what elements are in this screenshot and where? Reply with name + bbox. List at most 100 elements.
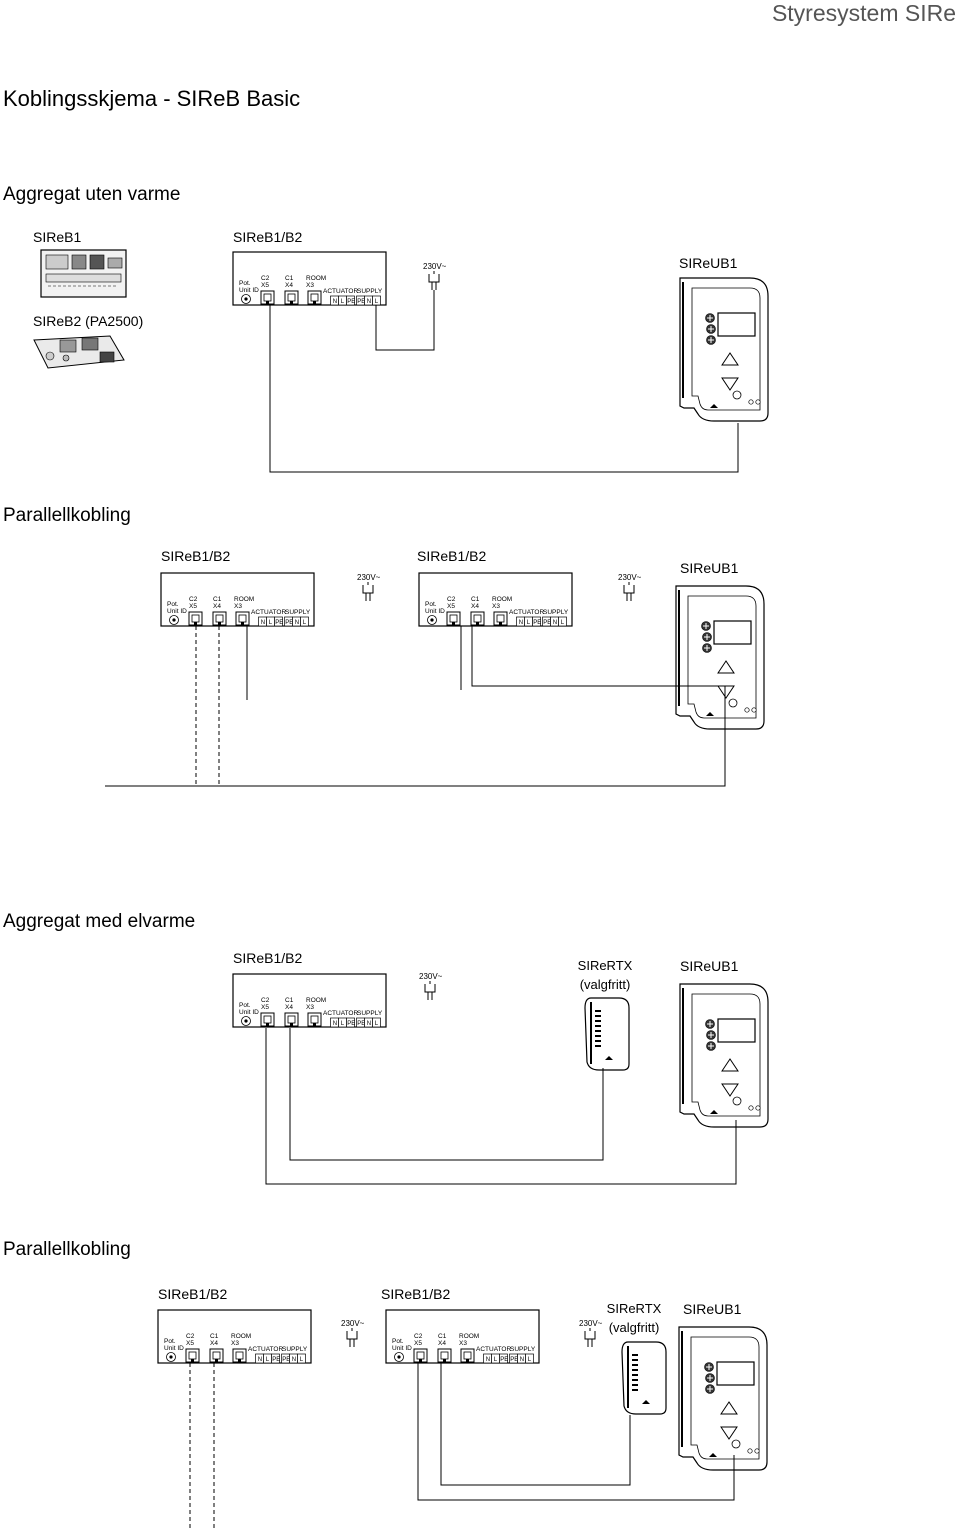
terminal-block: L: [297, 1353, 306, 1364]
unit-id-dial-icon: [394, 1352, 404, 1362]
label-sireb1b2: SIReB1/B2: [158, 1286, 228, 1302]
vent-slot: [632, 1364, 638, 1366]
lcd-display: [717, 1018, 756, 1043]
document-header: Styresystem SIRe: [771, 0, 956, 26]
rj-connector-icon: [235, 611, 250, 626]
rj-connector-icon: [232, 1348, 247, 1363]
room-label: ROOM: [459, 1333, 479, 1340]
label-sireb1b2: SIReB1/B2: [381, 1286, 451, 1302]
room-label: ROOM: [306, 997, 326, 1004]
actuator-label: ACTUATOR: [248, 1346, 283, 1353]
section-title-parallellkobling-1: Parallellkobling: [3, 505, 131, 526]
housing-bezel: [687, 595, 757, 719]
actuator-label: ACTUATOR: [323, 1010, 358, 1017]
label-valgfritt: (valgfritt): [579, 977, 631, 992]
fan-button-icon: [705, 313, 715, 323]
x4-label: X4: [438, 1340, 446, 1347]
label-sireub1: SIReUB1: [683, 1301, 742, 1317]
terminal-block: PE: [499, 1353, 508, 1364]
sireub1-room-unit: [679, 277, 769, 422]
room-label: ROOM: [306, 275, 326, 282]
screw-icon: [751, 707, 757, 713]
room-label: ROOM: [492, 596, 512, 603]
c2-label: C2: [414, 1333, 423, 1340]
terminal-label: N: [258, 1357, 262, 1363]
sireb1b2-controller: Pot.Unit IDC2X5C1X4ROOMX3ACTUATORSUPPLYN…: [418, 572, 573, 627]
terminal-block: L: [263, 1353, 272, 1364]
terminal-label: PE: [533, 620, 541, 626]
lcd-display: [713, 620, 752, 645]
section-title-aggregat-med-elvarme: Aggregat med elvarme: [3, 911, 196, 932]
terminal-label: L: [375, 1021, 379, 1027]
x4-label: X4: [213, 603, 221, 610]
room-label: ROOM: [231, 1333, 251, 1340]
terminal-label: N: [520, 1357, 524, 1363]
terminal-label: N: [292, 1357, 296, 1363]
terminal-label: N: [333, 1021, 337, 1027]
terminal-block: N: [517, 1353, 526, 1364]
terminal-label: PE: [285, 620, 293, 626]
c1-label: C1: [210, 1333, 219, 1340]
terminal-label: PE: [500, 1357, 508, 1363]
vent-slot: [595, 1030, 601, 1032]
supply-plug: 230V~: [579, 1319, 603, 1347]
fan-button-icon: [706, 335, 716, 345]
vent-slot: [595, 1015, 601, 1017]
unit-id-dial-icon: [166, 1352, 176, 1362]
vent-slot: [595, 1045, 601, 1047]
label-sireub1: SIReUB1: [680, 958, 739, 974]
terminal-block: PE: [356, 295, 365, 306]
terminal-label: L: [300, 1357, 304, 1363]
terminal-label: L: [494, 1357, 498, 1363]
terminal-label: PE: [282, 1357, 290, 1363]
x3-label: X3: [306, 282, 314, 289]
sireb1b2-controller: Pot.Unit IDC2X5C1X4ROOMX3ACTUATORSUPPLYN…: [385, 1309, 540, 1364]
terminal-block: N: [364, 295, 373, 306]
unit-id-dial-icon: [241, 294, 251, 304]
wiring-section-3: [265, 1028, 737, 1185]
terminal-label: PE: [510, 1357, 518, 1363]
c1-label: C1: [285, 997, 294, 1004]
wiring-section-2: [105, 626, 726, 787]
x4-label: X4: [471, 603, 479, 610]
housing-bezel: [691, 993, 761, 1117]
c2-label: C2: [261, 997, 270, 1004]
terminal-label: N: [553, 620, 557, 626]
terminal-label: N: [519, 620, 523, 626]
unit-id-dial-icon: [241, 1016, 251, 1026]
sireb2-board-image: [33, 335, 125, 369]
fan-button-icon: [706, 1041, 716, 1051]
rj-connector-icon: [413, 1348, 428, 1363]
unit-id-label: Unit ID: [425, 608, 445, 615]
wiring-section-2-dashed: [195, 626, 220, 786]
power-plug-icon: [346, 1328, 358, 1347]
terminal-block: L: [491, 1353, 500, 1364]
vent-slot: [595, 1020, 601, 1022]
sireb1b2-controller: Pot.Unit IDC2X5C1X4ROOMX3ACTUATORSUPPLYN…: [232, 973, 387, 1028]
label-sirertx: SIReRTX: [577, 958, 633, 973]
terminal-block: N: [364, 1017, 373, 1028]
fan-button-icon: [701, 621, 711, 631]
rj-connector-icon: [209, 1348, 224, 1363]
terminal-label: L: [266, 1357, 270, 1363]
mode-indicator-icon: [710, 1110, 718, 1114]
vent-slot: [632, 1384, 638, 1386]
terminal-label: N: [367, 1021, 371, 1027]
rj-connector-icon: [188, 611, 203, 626]
lcd-display: [716, 1361, 755, 1386]
x5-label: X5: [189, 603, 197, 610]
supply-voltage-label: 230V~: [357, 573, 381, 582]
rj-connector-icon: [260, 290, 275, 305]
terminal-block: N: [330, 295, 339, 306]
fan-button-icon: [706, 324, 716, 334]
rj-connector-icon: [185, 1348, 200, 1363]
c2-label: C2: [186, 1333, 195, 1340]
terminal-label: PE: [272, 1357, 280, 1363]
terminal-block: N: [550, 616, 559, 627]
pot-label: Pot.: [392, 1338, 404, 1345]
label-sireb1b2: SIReB1/B2: [417, 548, 487, 564]
x5-label: X5: [261, 282, 269, 289]
rj-connector-icon: [493, 611, 508, 626]
housing-outline: [675, 585, 765, 730]
terminal-label: PE: [357, 299, 365, 305]
